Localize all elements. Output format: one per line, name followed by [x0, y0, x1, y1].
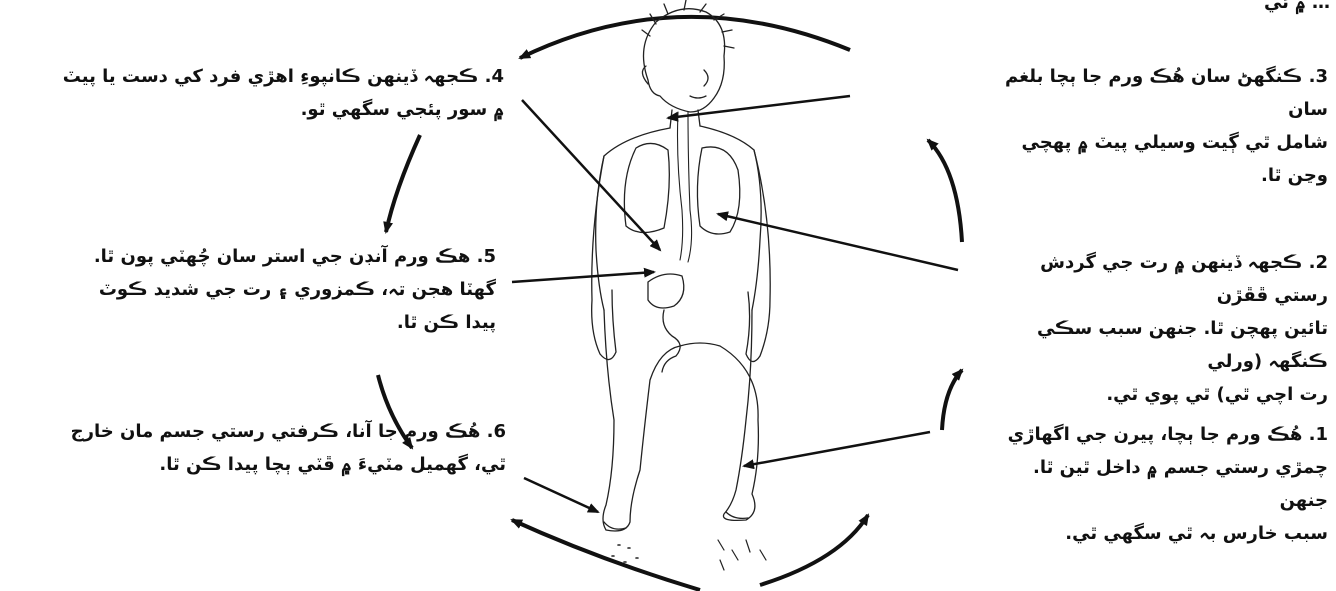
pointer-arrow-step2: [718, 214, 958, 270]
cycle-arrow-bottom-right: [760, 515, 868, 585]
step-1-caption: 1. هُڪ ورم جا ٻچا، پيرن جي اگهاڙي چمڙي ر…: [1000, 418, 1328, 550]
cycle-arrow-left-upper: [386, 135, 420, 232]
step-3-caption: 3. ڪنگهڻ سان هُڪ ورم جا ٻچا بلغم سان شام…: [1000, 60, 1328, 192]
top-caption-fragment: … ۾ ئي: [1010, 0, 1330, 19]
pointer-arrow-step3: [668, 96, 850, 118]
step-4-caption: 4. ڪجهہ ڏينهن ڪانپوءِ اهڙي فرد کي دست يا…: [8, 60, 504, 126]
cycle-arrow-right-lower: [942, 370, 962, 430]
boy-figure: [592, 0, 771, 570]
pointer-arrow-step5: [512, 272, 654, 282]
pointer-arrow-step6: [524, 478, 598, 512]
step-5-caption: 5. هڪ ورم آنڊن جي استر سان چُهٽي پون ٿا.…: [8, 240, 496, 339]
pointer-arrows: [512, 96, 958, 512]
pointer-arrow-step4: [522, 100, 660, 250]
pointer-arrow-step1: [744, 432, 930, 466]
cycle-arrow-top: [520, 17, 850, 58]
cycle-arrow-right-upper: [928, 140, 962, 242]
step-6-caption: 6. هُڪ ورم جا آنا، ڪرفتي رستي جسم مان خا…: [8, 415, 506, 481]
step-2-caption: 2. ڪجهہ ڏينهن ۾ رت جي گردش رستي ڦڦڙن تائ…: [1000, 246, 1328, 411]
